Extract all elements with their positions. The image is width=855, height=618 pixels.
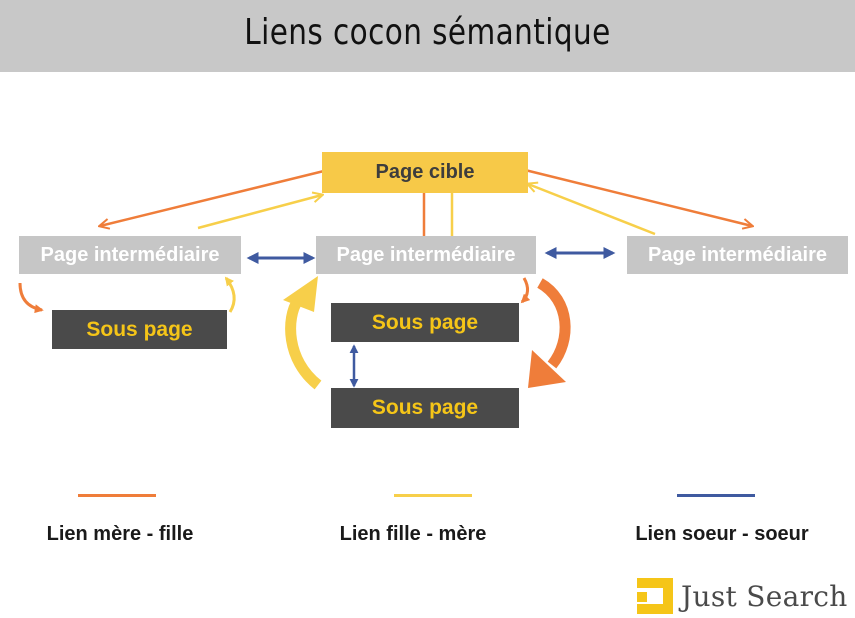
mother-child-link-right <box>524 168 752 226</box>
legend-label-mother-child: Lien mère - fille <box>46 523 194 545</box>
sub-page-center-top: Sous page <box>331 303 519 342</box>
mother-child-curve-center <box>520 277 531 304</box>
intermediate-page-left: Page intermédiaire <box>19 236 241 274</box>
child-mother-big-curve <box>285 296 322 390</box>
legend-line-mother-child <box>78 494 156 497</box>
child-mother-link-right <box>528 184 656 236</box>
legend-line-sister <box>677 494 755 497</box>
child-mother-big-arrowhead <box>283 276 318 312</box>
mother-child-link-left <box>100 168 329 226</box>
legend-label-child-mother: Lien fille - mère <box>339 523 487 545</box>
mother-child-big-curve <box>536 278 571 369</box>
page-title: Liens cocon sémantique <box>244 12 611 53</box>
intermediate-page-right: Page intermédiaire <box>627 236 848 274</box>
intermediate-page-center: Page intermédiaire <box>316 236 536 274</box>
target-page: Page cible <box>322 152 528 193</box>
just-search-logo-icon <box>637 578 673 614</box>
legend-label-sister: Lien soeur - soeur <box>635 523 809 545</box>
child-mother-link-left <box>197 195 322 230</box>
brand-name: Just Search <box>681 579 848 613</box>
brand-logo: Just Search <box>637 576 848 616</box>
child-mother-curve-left <box>224 276 236 313</box>
sub-page-left: Sous page <box>52 310 227 349</box>
mother-child-big-arrowhead <box>528 350 566 388</box>
sub-page-center-bottom: Sous page <box>331 388 519 428</box>
header-bar <box>0 0 855 72</box>
legend-line-child-mother <box>394 494 472 497</box>
mother-child-curve-left <box>18 282 44 314</box>
